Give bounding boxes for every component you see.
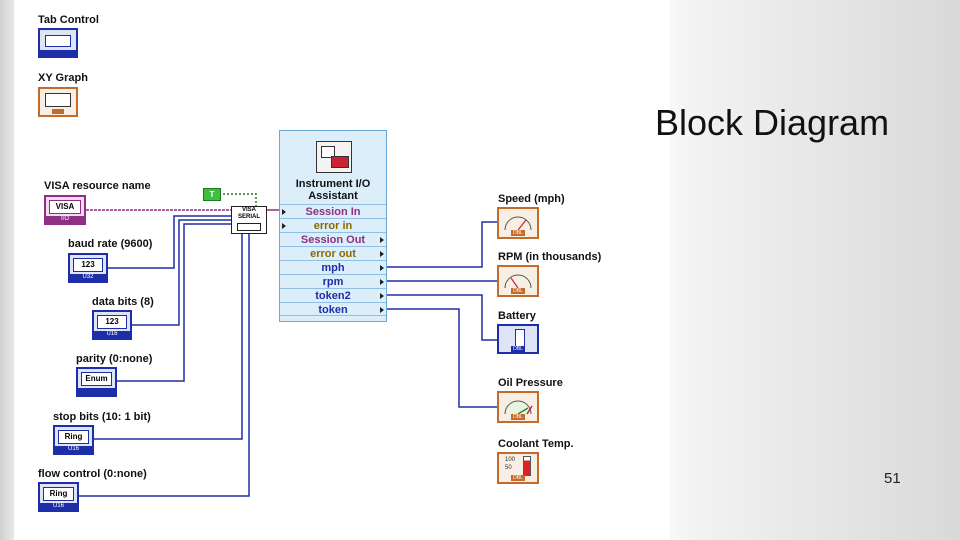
thermometer-icon: [523, 456, 531, 476]
visa-resource-label: VISA resource name: [44, 180, 151, 192]
serial-connector-icon: [237, 223, 261, 231]
flow-glyph: Ring: [43, 487, 74, 501]
visa-glyph: VISA: [49, 200, 81, 214]
stop-bits-terminal[interactable]: Ring U16: [53, 425, 94, 455]
speed-label: Speed (mph): [498, 193, 565, 205]
flow-control-label: flow control (0:none): [38, 468, 147, 480]
battery-type: DBL: [511, 346, 525, 352]
wire-token: [387, 308, 497, 408]
baud-type: U32: [70, 274, 106, 281]
tab-control-terminal[interactable]: [38, 28, 78, 58]
baud-glyph: 123: [73, 258, 103, 272]
gauge-icon-3: [504, 400, 533, 415]
parity-glyph: Enum: [81, 372, 112, 386]
iio-title-line1: Instrument I/O: [295, 178, 371, 190]
baud-rate-terminal[interactable]: 123 U32: [68, 253, 108, 283]
left-strip: [0, 0, 14, 540]
flow-type: U16: [40, 503, 77, 510]
gauge-icon: [504, 216, 532, 231]
thermo-scale-top: 100: [505, 457, 516, 463]
oil-pressure-label: Oil Pressure: [498, 377, 563, 389]
iio-row-token[interactable]: token: [280, 302, 386, 316]
parity-terminal[interactable]: Enum: [76, 367, 117, 397]
xy-graph-icon: [45, 93, 71, 107]
rpm-type: DBL: [511, 288, 525, 294]
xy-graph-terminal[interactable]: [38, 87, 78, 117]
speed-type: DBL: [511, 230, 525, 236]
iio-row-session-out[interactable]: Session Out: [280, 232, 386, 246]
wire-flow: [79, 232, 250, 497]
wire-token2: [387, 294, 497, 341]
data-bits-label: data bits (8): [92, 296, 154, 308]
wire-parity: [117, 223, 231, 382]
thermo-scale: 100 50: [505, 456, 515, 472]
iio-title-line2: Assistant: [308, 190, 358, 202]
parity-label: parity (0:none): [76, 353, 153, 365]
stopbits-type: U16: [55, 446, 92, 453]
slide-title: Block Diagram: [655, 102, 890, 143]
instrument-io-icon: [316, 141, 352, 173]
iio-row-session-in[interactable]: Session In: [280, 204, 386, 218]
speed-indicator[interactable]: DBL: [497, 207, 539, 239]
rpm-indicator[interactable]: DBL: [497, 265, 539, 297]
data-bits-terminal[interactable]: 123 U16: [92, 310, 132, 340]
bool-wire: [219, 193, 257, 206]
wire-databits: [132, 219, 231, 326]
bar-icon: [515, 329, 525, 347]
oil-type: DBL: [511, 414, 525, 420]
stop-bits-label: stop bits (10: 1 bit): [53, 411, 151, 423]
instrument-io-title: Instrument I/O Assistant: [280, 178, 386, 202]
wire-baud: [108, 215, 231, 269]
iio-row-rpm[interactable]: rpm: [280, 274, 386, 288]
instrument-io-assistant[interactable]: Instrument I/O Assistant Session In erro…: [279, 130, 387, 322]
rpm-label: RPM (in thousands): [498, 251, 602, 263]
xy-graph-bar: [52, 109, 64, 114]
visa-serial-line2: SERIAL: [237, 214, 260, 220]
databits-type: U16: [94, 331, 130, 338]
coolant-temp-indicator[interactable]: 100 50 DBL: [497, 452, 539, 484]
true-constant[interactable]: T: [203, 188, 221, 201]
page-number: 51: [884, 470, 901, 487]
iio-row-error-in[interactable]: error in: [280, 218, 386, 232]
coolant-type: DBL: [511, 475, 525, 481]
oil-pressure-indicator[interactable]: DBL: [497, 391, 539, 423]
battery-indicator[interactable]: DBL: [497, 324, 539, 354]
visa-type: I/O: [46, 216, 84, 223]
stopbits-glyph: Ring: [58, 430, 89, 444]
tab-control-label: Tab Control: [38, 14, 99, 26]
gauge-icon-2: [504, 274, 532, 289]
databits-glyph: 123: [97, 315, 127, 329]
visa-serial-node[interactable]: VISA SERIAL: [231, 206, 267, 234]
xy-graph-label: XY Graph: [38, 72, 88, 84]
wire-stopbits: [94, 232, 243, 440]
iio-row-error-out[interactable]: error out: [280, 246, 386, 260]
iio-row-token2[interactable]: token2: [280, 288, 386, 302]
visa-serial-line1: VISA: [241, 207, 256, 213]
tab-control-bar: [40, 50, 76, 56]
thermo-scale-mid: 50: [505, 465, 512, 471]
wire-mph: [387, 221, 497, 268]
baud-rate-label: baud rate (9600): [68, 238, 153, 250]
visa-resource-terminal[interactable]: VISA I/O: [44, 195, 86, 225]
tab-control-icon: [45, 35, 71, 47]
parity-bar: [78, 388, 115, 395]
iio-row-mph[interactable]: mph: [280, 260, 386, 274]
coolant-temp-label: Coolant Temp.: [498, 438, 574, 450]
flow-control-terminal[interactable]: Ring U16: [38, 482, 79, 512]
battery-label: Battery: [498, 310, 536, 322]
